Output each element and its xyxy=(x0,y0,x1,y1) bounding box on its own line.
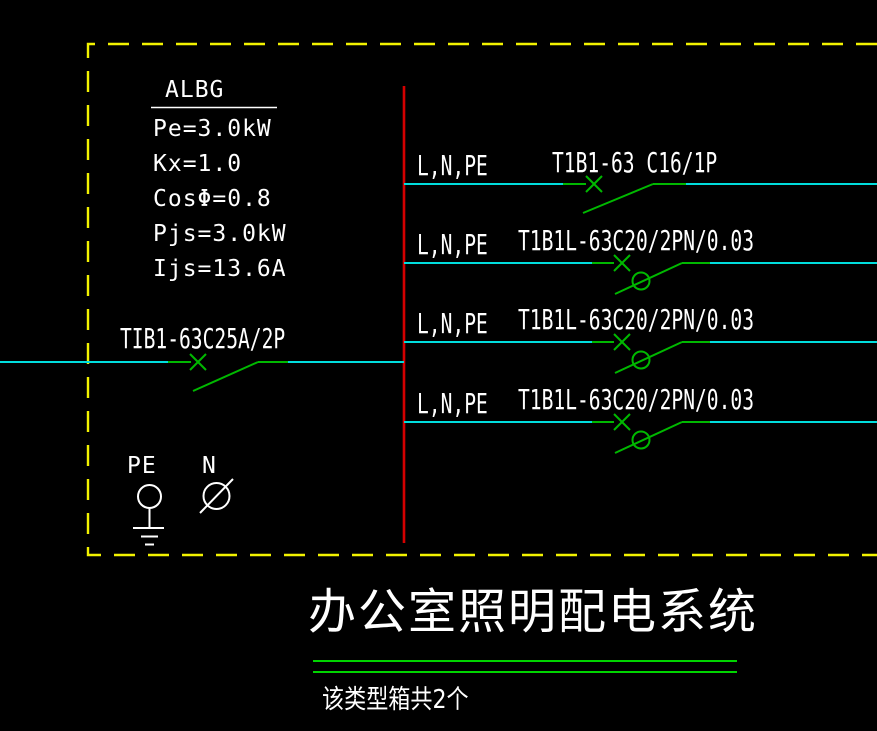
switch-blade xyxy=(192,361,259,392)
neutral-label: N xyxy=(202,453,217,479)
branch-2-breaker-symbol xyxy=(592,254,710,295)
branch-4-breaker-label: T1B1L-63C20/2PN/0.03 xyxy=(518,383,755,416)
rcd-circle-icon xyxy=(631,350,651,370)
panel-spec-pjs: Pjs=3.0kW xyxy=(153,221,287,247)
panel-name: ALBG xyxy=(165,77,225,103)
branch-3-wires-label: L,N,PE xyxy=(417,307,488,340)
drawing-title: 办公室照明配电系统 xyxy=(308,584,759,640)
panel-spec-pe: Pe=3.0kW xyxy=(153,116,272,142)
branch-1-wires-label: L,N,PE xyxy=(417,149,488,182)
rcd-circle-icon xyxy=(631,271,651,291)
contact-x-icon xyxy=(585,175,603,193)
branch-2-wires-label: L,N,PE xyxy=(417,228,488,261)
branch-3-breaker-symbol xyxy=(592,333,710,374)
quantity-note: 该类型箱共2个 xyxy=(322,685,469,715)
panel-spec-cos: CosΦ=0.8 xyxy=(153,186,272,212)
branch-4-breaker-symbol xyxy=(592,413,710,454)
main-breaker-label: TIB1-63C25A/2P xyxy=(120,322,286,355)
pe-label: PE xyxy=(127,453,157,479)
branch-2-breaker-label: T1B1L-63C20/2PN/0.03 xyxy=(518,224,755,257)
contact-x-icon xyxy=(189,353,207,371)
contact-x-icon xyxy=(613,413,631,431)
panel-spec-ijs: Ijs=13.6A xyxy=(153,256,287,282)
branch-1-breaker-symbol xyxy=(563,175,686,214)
contact-x-icon xyxy=(613,333,631,351)
main-breaker-symbol xyxy=(168,353,288,392)
branch-1-breaker-label: T1B1-63 C16/1P xyxy=(552,146,718,179)
branch-4-wires-label: L,N,PE xyxy=(417,387,488,420)
neutral-symbol-icon xyxy=(199,478,234,514)
rcd-circle-icon xyxy=(631,430,651,450)
enclosure-dashed-border xyxy=(86,42,877,557)
panel-spec-kx: Kx=1.0 xyxy=(153,151,243,177)
branch-3-breaker-label: T1B1L-63C20/2PN/0.03 xyxy=(518,303,755,336)
switch-blade xyxy=(582,183,654,214)
pe-earth-symbol-icon xyxy=(133,484,164,546)
contact-x-icon xyxy=(613,254,631,272)
